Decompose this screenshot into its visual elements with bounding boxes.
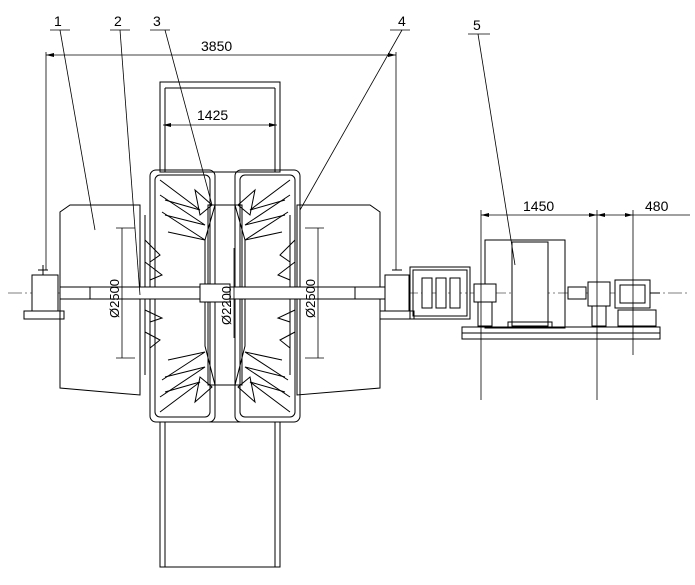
dim-diameter-left: Ø2500: [107, 279, 122, 318]
coupling: [409, 266, 471, 320]
motor: [614, 279, 660, 327]
part-label-1: 1: [54, 13, 62, 29]
right-housing: [296, 204, 381, 396]
part-label-3: 3: [153, 13, 161, 29]
motor-coupling: [567, 281, 611, 327]
dim-diameter-center: Ø2200: [219, 286, 234, 325]
part-label-4: 4: [398, 13, 406, 29]
dim-diameter-right-line: [305, 227, 324, 359]
left-bearing: [23, 265, 65, 320]
drive-base: [461, 326, 661, 340]
dim-rotor-width: [163, 123, 277, 127]
dim-drive-span-b: 480: [645, 198, 669, 214]
leader-part-5: [468, 33, 516, 266]
leader-part-2: [110, 29, 141, 296]
dim-drive-span-a: 1450: [523, 198, 554, 214]
gearbox: [473, 239, 566, 329]
right-bearing: [379, 269, 415, 320]
dim-diameter-right: Ø2500: [303, 279, 318, 318]
part-label-5: 5: [473, 17, 481, 33]
part-label-2: 2: [114, 13, 122, 29]
dim-drive: [480, 210, 690, 400]
dim-diameter-left-line: [116, 227, 135, 359]
dim-overall: [45, 52, 397, 270]
dim-overall-label: 3850: [201, 38, 232, 54]
dim-rotor-width-label: 1425: [197, 107, 228, 123]
leader-part-4: [299, 29, 410, 211]
left-housing: [59, 204, 141, 396]
leader-part-1: [50, 29, 96, 231]
leader-part-3: [150, 29, 213, 206]
top-duct: [159, 81, 281, 173]
bottom-duct: [159, 421, 281, 568]
